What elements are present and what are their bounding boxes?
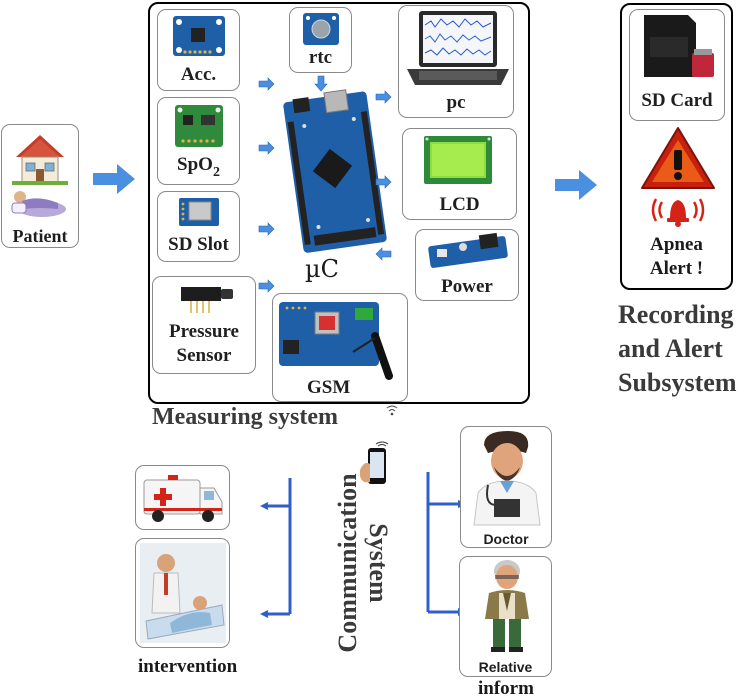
sd-slot-box: SD Slot: [157, 191, 240, 262]
hospital-bed-icon: [140, 543, 226, 643]
recording-subsystem-frame: [620, 3, 733, 290]
recording-title-line1: Recording: [618, 300, 734, 329]
acc-box: Acc.: [157, 9, 240, 91]
phone-icon: [360, 441, 389, 484]
microcontroller-board-icon: [283, 89, 387, 253]
lcd-label: LCD: [439, 194, 480, 215]
apnea-alert-line2: Alert !: [649, 258, 704, 279]
arrow-uc-to-lcd: [375, 175, 392, 189]
gsm-label: GSM: [307, 377, 351, 398]
arrow-power-to-uc: [375, 247, 392, 261]
arrow-uc-to-pc: [375, 90, 392, 104]
arrow-acc-to-uc: [258, 77, 275, 91]
power-module-icon: [428, 232, 508, 268]
sd-card-box: SD Card: [629, 9, 725, 121]
recording-title-line3: Subsystem: [618, 368, 737, 397]
sd-slot-label: SD Slot: [168, 234, 229, 255]
alarm-bell-icon: [651, 198, 705, 227]
sd-card-icon: [644, 15, 714, 77]
left-branch-bracket: [260, 478, 292, 618]
recording-title-line2: and Alert: [618, 334, 723, 363]
lcd-box: LCD: [402, 128, 517, 220]
pressure-sensor-box: Pressure Sensor: [152, 276, 256, 374]
spo2-label-base: SpO: [177, 154, 213, 175]
arrow-measuring-to-recording: [555, 170, 597, 200]
relative-box: Relative: [459, 556, 552, 677]
power-box: Power: [415, 229, 519, 301]
intervention-box: [135, 538, 230, 648]
warning-triangle-icon: [641, 127, 715, 189]
arrow-pressure-to-uc: [258, 279, 275, 293]
patient-label: Patient: [12, 226, 68, 246]
spo2-board-icon: [175, 105, 223, 147]
accelerometer-board-icon: [173, 16, 225, 56]
doctor-icon: [473, 431, 541, 526]
rtc-module-icon: [303, 13, 339, 45]
intervention-label: intervention: [138, 656, 238, 677]
pressure-label-line1: Pressure: [168, 321, 239, 342]
ambulance-icon: [143, 475, 223, 522]
spo2-label-subscript: 2: [212, 165, 220, 180]
apnea-alert-line1: Apnea: [650, 234, 703, 255]
measuring-system-title: Measuring system: [152, 404, 338, 430]
house-icon: [12, 135, 68, 185]
pressure-label-line2: Sensor: [176, 345, 232, 366]
wifi-icon: [386, 405, 398, 416]
arrow-patient-to-measuring: [93, 164, 135, 194]
patient-icon: [11, 191, 66, 217]
relative-label: Relative: [478, 659, 533, 675]
acc-label: Acc.: [180, 64, 217, 85]
arrow-rtc-to-uc: [314, 75, 328, 92]
rtc-label: rtc: [308, 47, 333, 68]
patient-box: Patient: [1, 124, 79, 248]
gsm-box: GSM: [272, 293, 408, 402]
measuring-system-frame: [148, 2, 530, 404]
arrow-sd-slot-to-uc: [258, 222, 275, 236]
gsm-board-icon: [279, 302, 393, 380]
ambulance-box: [135, 465, 230, 530]
laptop-icon: [407, 11, 509, 85]
power-label: Power: [441, 276, 493, 297]
arrow-spo2-to-uc: [258, 141, 275, 155]
spo2-box: SpO2: [157, 97, 240, 185]
sd-slot-board-icon: [179, 198, 219, 226]
doctor-box: Doctor: [460, 426, 552, 548]
spo2-label: SpO2: [158, 154, 239, 180]
microcontroller-label: µC: [305, 255, 339, 283]
doctor-label: Doctor: [483, 531, 529, 547]
sd-card-label: SD Card: [641, 90, 713, 111]
pc-label: pc: [446, 92, 466, 113]
pressure-sensor-icon: [181, 287, 233, 313]
rtc-box: rtc: [289, 7, 352, 73]
inform-label: inform: [478, 678, 534, 698]
relative-icon: [485, 560, 529, 652]
lcd-display-icon: [424, 136, 492, 184]
pc-box: pc: [398, 5, 514, 118]
